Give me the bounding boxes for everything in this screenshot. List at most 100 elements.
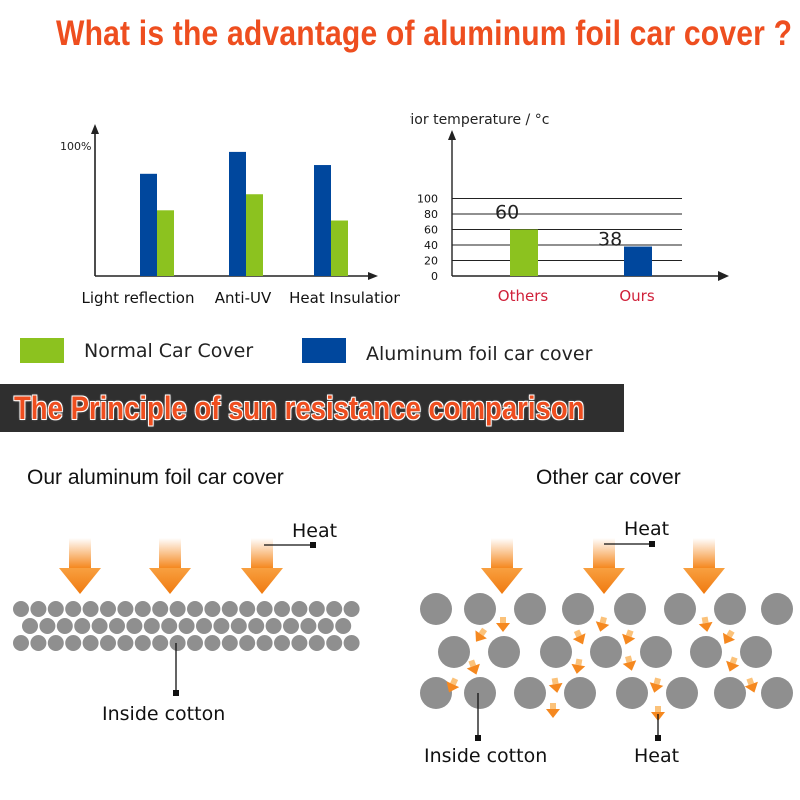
category-label-1: Ours — [619, 287, 654, 305]
left-cotton-fiber-1-14 — [265, 618, 282, 634]
left-cotton-fiber-0-6 — [117, 601, 134, 617]
left-cotton-fiber-2-11 — [204, 635, 221, 651]
left-cotton-fiber-1-13 — [248, 618, 265, 634]
right-heat-particle-1 — [572, 629, 586, 645]
right-cotton-fiber-8 — [438, 636, 470, 668]
left-heat-label: Heat — [292, 520, 338, 542]
right-heat-particle-10 — [726, 656, 740, 672]
left-cotton-leader-dot — [173, 690, 179, 696]
bar-normal-2 — [331, 220, 348, 276]
y-axis-arrow — [91, 124, 99, 134]
right-cotton-fiber-19 — [616, 677, 648, 709]
left-heat-leader-dot — [310, 542, 316, 548]
right-cotton-fiber-5 — [664, 593, 696, 625]
right-cotton-fiber-2 — [514, 593, 546, 625]
left-cotton-fiber-0-14 — [256, 601, 273, 617]
right-heat-particle-3 — [622, 629, 636, 645]
y-tick-label-3: 60 — [424, 224, 438, 237]
right-cotton-fiber-7 — [761, 593, 793, 625]
left-cotton-fiber-0-9 — [169, 601, 186, 617]
left-cotton-fiber-1-11 — [213, 618, 230, 634]
right-heat-particle-8 — [571, 658, 586, 674]
left-cotton-fiber-0-7 — [134, 601, 151, 617]
left-cotton-fiber-0-17 — [308, 601, 325, 617]
category-label-1: Anti-UV — [215, 289, 272, 307]
right-heat-arrow-0-shaft — [491, 538, 513, 568]
left-cotton-fiber-1-3 — [74, 618, 91, 634]
right-heat-particle-7 — [466, 659, 480, 675]
left-cotton-fiber-2-15 — [274, 635, 290, 651]
right-cotton-fiber-1 — [464, 593, 496, 625]
right-heat-arrow-0-head — [481, 568, 523, 594]
right-heat-arrow-2-shaft — [693, 538, 715, 568]
x-axis-arrow — [368, 272, 378, 280]
y-tick-label-4: 80 — [424, 208, 438, 221]
left-cotton-fiber-1-16 — [300, 618, 317, 634]
bar-normal-0 — [157, 210, 174, 276]
right-heat-particle-13 — [649, 677, 664, 693]
left-cotton-fiber-2-1 — [30, 635, 47, 651]
y-axis-arrow — [448, 130, 456, 140]
diagram-group — [13, 538, 793, 741]
left-cotton-fiber-1-4 — [91, 618, 108, 634]
right-heat-particle-2 — [595, 616, 610, 632]
left-cotton-fiber-2-5 — [100, 635, 116, 651]
right-heat-arrow-2-head — [683, 568, 725, 594]
right-cotton-fiber-4 — [614, 593, 646, 625]
right-cotton-fiber-12 — [640, 636, 672, 668]
category-label-0: Others — [498, 287, 549, 305]
left-cotton-fiber-0-13 — [239, 601, 256, 617]
right-heat-particle-6 — [475, 627, 488, 642]
y-tick-label-2: 40 — [424, 239, 438, 252]
left-heat-arrow-0-head — [59, 568, 101, 594]
temperature-bar-0 — [510, 229, 538, 276]
bar-aluminum-0 — [140, 173, 157, 276]
right-cotton-leader-dot — [475, 735, 481, 741]
right-heat-top-leader-dot — [649, 541, 655, 547]
y-tick-label-5: 100 — [417, 193, 438, 206]
right-heat-particle-0 — [496, 617, 510, 632]
category-label-2: Heat Insulation — [289, 289, 400, 307]
title-question-mark: ? — [773, 14, 793, 53]
right-cotton-fiber-15 — [420, 677, 452, 709]
left-cotton-fiber-0-3 — [65, 601, 82, 617]
right-cotton-fiber-20 — [666, 677, 698, 709]
right-diagram-title: Other car cover — [536, 466, 681, 489]
right-heat-bottom-leader-dot — [655, 735, 661, 741]
right-cotton-fiber-11 — [590, 636, 622, 668]
legend-swatch-aluminum — [302, 338, 346, 363]
right-cotton-fiber-13 — [690, 636, 722, 668]
temperature-bar-chart: Car Interior temperature / °c02040608010… — [410, 112, 729, 305]
temperature-chart-title: Car Interior temperature / °c — [410, 112, 549, 128]
left-cotton-fiber-0-2 — [47, 601, 64, 617]
right-heat-top-label: Heat — [624, 518, 670, 540]
left-cotton-fiber-2-17 — [308, 635, 325, 651]
left-cotton-fiber-0-18 — [326, 601, 343, 617]
bar-normal-1 — [246, 194, 263, 276]
data-label-0: 60 — [495, 202, 519, 224]
left-cotton-fiber-0-0 — [13, 601, 29, 617]
left-cotton-fiber-2-0 — [13, 635, 29, 651]
left-cotton-fiber-2-6 — [117, 635, 134, 651]
bar-aluminum-1 — [229, 151, 246, 276]
left-cotton-fiber-1-12 — [230, 618, 247, 634]
left-cotton-fiber-2-12 — [221, 635, 238, 651]
category-label-0: Light reflection — [82, 289, 195, 307]
left-cotton-fiber-2-8 — [152, 635, 169, 651]
left-cotton-fiber-2-3 — [65, 635, 82, 651]
right-cotton-fiber-22 — [761, 677, 793, 709]
left-diagram-title: Our aluminum foil car cover — [27, 466, 284, 489]
left-cotton-fiber-0-16 — [291, 601, 308, 617]
right-heat-particle-11 — [446, 677, 460, 693]
left-heat-arrow-2-head — [241, 568, 283, 594]
right-heat-bottom-label: Heat — [634, 745, 680, 767]
right-heat-particle-15 — [546, 703, 560, 718]
left-cotton-fiber-0-4 — [82, 601, 99, 617]
left-cotton-fiber-0-5 — [100, 601, 116, 617]
right-cotton-fiber-0 — [420, 593, 452, 625]
left-cotton-fiber-2-16 — [291, 635, 308, 651]
temperature-chart-group: Car Interior temperature / °c02040608010… — [410, 112, 729, 305]
sun-resistance-diagram — [13, 538, 793, 741]
left-cotton-fiber-2-4 — [82, 635, 99, 651]
